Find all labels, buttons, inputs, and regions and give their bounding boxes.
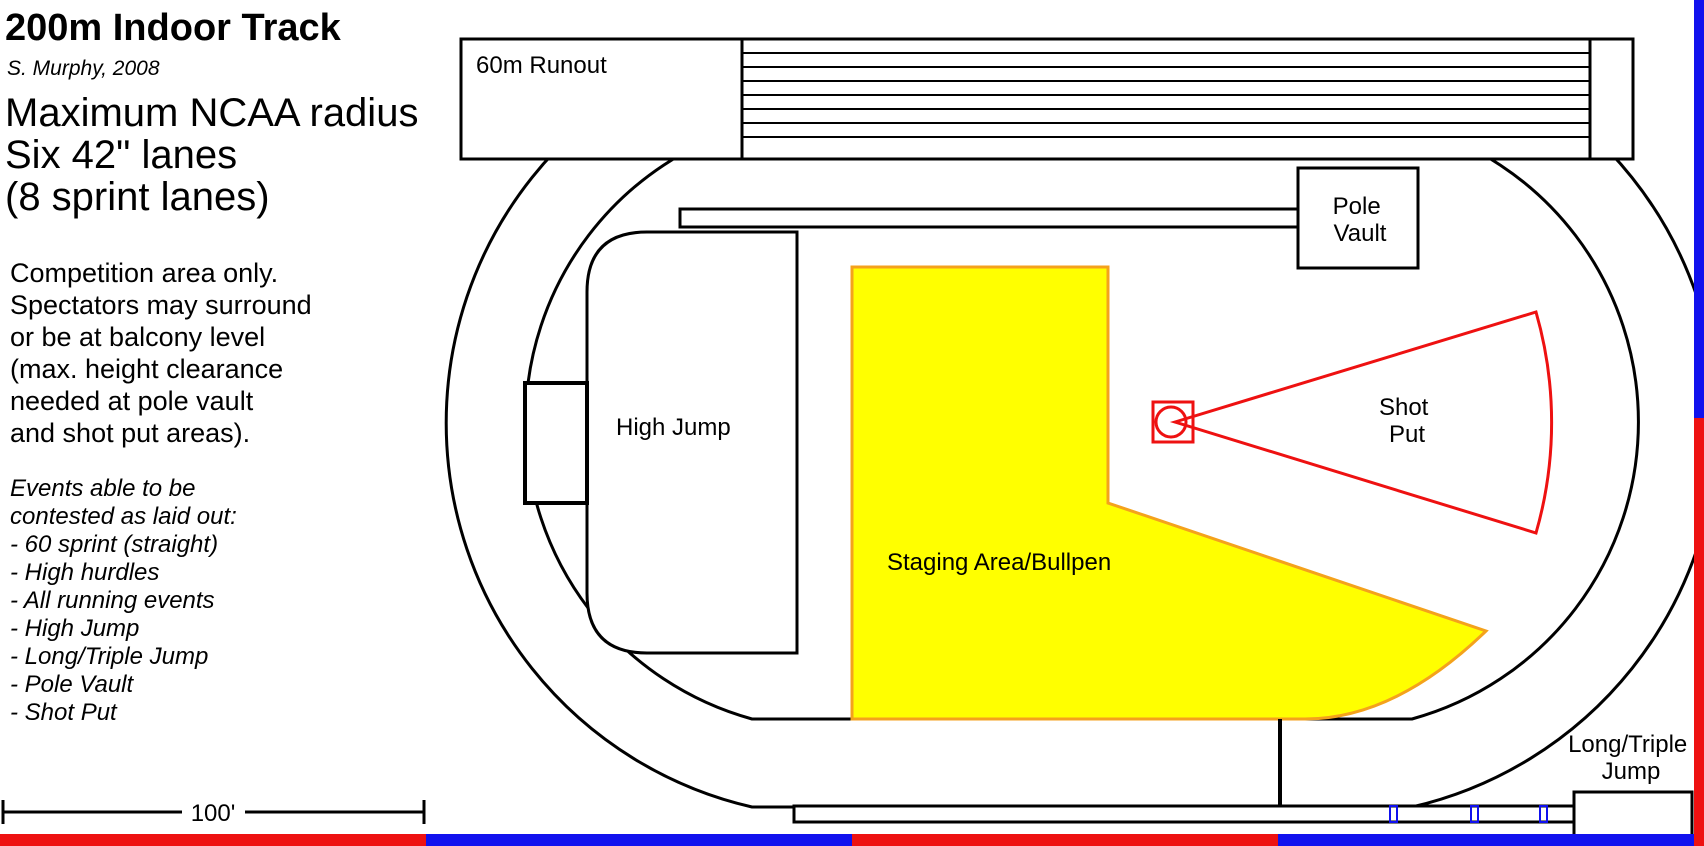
spec-line: Maximum NCAA radius <box>5 91 418 135</box>
page-title: 200m Indoor Track <box>5 7 342 49</box>
takeoff-board <box>1470 805 1479 823</box>
event-item: - Long/Triple Jump <box>10 643 208 670</box>
event-item: - Shot Put <box>10 699 118 726</box>
event-item: - Pole Vault <box>10 671 135 698</box>
note-line: needed at pole vault <box>10 386 254 416</box>
high-jump-pit <box>523 381 589 505</box>
event-item: - High hurdles <box>10 559 159 586</box>
long-jump-pit <box>1572 790 1694 840</box>
right-bar-blue <box>1694 0 1704 418</box>
shot-put-label-line-2: Put <box>1389 421 1425 448</box>
bottom-bar-red-1 <box>0 834 426 846</box>
competition-note: Competition area only. Spectators may su… <box>10 258 319 448</box>
note-line: and shot put areas). <box>10 418 250 448</box>
scale-bar <box>1 800 426 824</box>
spec-line: (8 sprint lanes) <box>5 175 270 219</box>
event-item: - All running events <box>10 587 215 614</box>
note-line: Competition area only. <box>10 258 278 288</box>
events-list: Events able to be contested as laid out:… <box>10 475 244 726</box>
shot-put-ring-box <box>1151 400 1195 444</box>
shot-put-label-line-1: Shot <box>1379 394 1429 421</box>
bottom-bar-blue-1 <box>426 834 852 846</box>
pole-vault-label-line-2: Vault <box>1334 220 1387 247</box>
note-line: (max. height clearance <box>10 354 283 384</box>
bottom-color-bar <box>0 834 1704 846</box>
note-line: Spectators may surround <box>10 290 312 320</box>
pole-vault-label: Pole Vault <box>1333 193 1388 247</box>
pole-vault-runway <box>678 207 1316 229</box>
pole-vault-label-line-1: Pole <box>1333 193 1381 220</box>
takeoff-board <box>1389 805 1398 823</box>
long-jump-label-line-2: Jump <box>1602 758 1661 785</box>
spec-line: Six 42" lanes <box>5 133 237 177</box>
bottom-bar-red-2 <box>852 834 1278 846</box>
events-heading-line: contested as laid out: <box>10 503 237 530</box>
high-jump-apron <box>585 230 799 655</box>
bottom-bar-blue-2 <box>1278 834 1704 846</box>
shot-put-label: Shot Put <box>1379 394 1435 448</box>
track-inner-edge <box>524 123 1640 721</box>
event-item: - 60 sprint (straight) <box>10 531 218 558</box>
staging-area-label: Staging Area/Bullpen <box>887 549 1111 576</box>
note-line: or be at balcony level <box>10 322 265 352</box>
spec-list: Maximum NCAA radius Six 42" lanes (8 spr… <box>5 91 430 219</box>
right-bar-red <box>1694 418 1704 846</box>
runout-label: 60m Runout <box>476 52 607 79</box>
runout-area <box>459 37 1635 161</box>
event-item: - High Jump <box>10 615 139 642</box>
shot-put-area <box>1151 310 1554 535</box>
long-jump-label: Long/Triple Jump <box>1568 731 1694 785</box>
pole-vault-pit <box>1296 166 1420 270</box>
staging-area <box>850 265 1489 721</box>
takeoff-boards <box>1389 805 1548 823</box>
sprint-lanes <box>742 52 1590 138</box>
high-jump-label: High Jump <box>616 414 731 441</box>
scale-label: 100' <box>191 800 236 827</box>
takeoff-board <box>1539 805 1548 823</box>
author-credit: S. Murphy, 2008 <box>7 57 160 80</box>
shot-put-circle <box>1154 405 1188 439</box>
shot-put-sector <box>1169 310 1554 535</box>
long-jump-label-line-1: Long/Triple <box>1568 731 1687 758</box>
events-heading-line: Events able to be <box>10 475 195 502</box>
right-color-bar <box>1694 0 1704 846</box>
long-jump-runway <box>792 804 1576 824</box>
